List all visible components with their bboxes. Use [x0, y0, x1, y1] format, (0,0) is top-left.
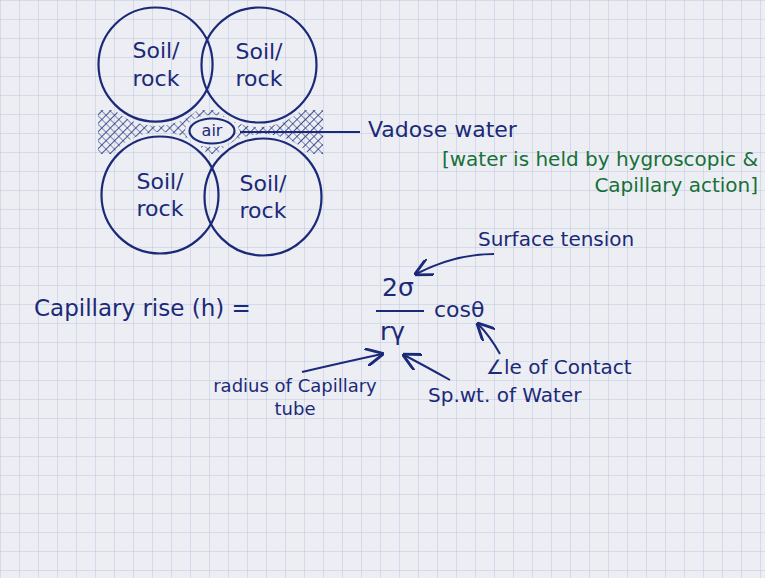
leader-line	[240, 131, 360, 133]
annotation: Surface tension	[478, 226, 634, 252]
circle-outline	[203, 137, 323, 257]
leader-arrow	[416, 254, 494, 274]
node-text: Soil/ rock	[223, 170, 303, 225]
leader-arrow	[478, 324, 500, 354]
node-text: Soil/ rock	[219, 38, 299, 93]
annotation: ∠le of Contact	[486, 354, 632, 380]
annotation: radius of Capillary tube	[210, 374, 380, 421]
annotation: Sp.wt. of Water	[428, 382, 581, 408]
soil-grain-circle: Soil/ rock	[200, 6, 318, 124]
node-text: Soil/ rock	[120, 168, 200, 223]
soil-grain-circle: Soil/ rock	[97, 6, 214, 123]
circle-outline	[100, 135, 220, 255]
formula-term: cosθ	[434, 296, 484, 325]
soil-grain-circle: Soil/ rock	[203, 137, 323, 257]
term-label: Vadose water	[368, 116, 517, 145]
node-text: air	[188, 121, 236, 141]
formula-numerator: 2σ	[382, 272, 414, 305]
air-pocket-oval: air	[188, 117, 236, 145]
fraction-bar	[376, 310, 424, 312]
note-text: [water is held by hygroscopic & Capillar…	[372, 146, 758, 198]
formula-text: Capillary rise (h) =	[34, 294, 251, 324]
leader-arrow	[302, 354, 382, 372]
soil-grain-circle: Soil/ rock	[100, 135, 220, 255]
circle-outline	[97, 6, 214, 123]
circle-outline	[200, 6, 318, 124]
formula-denominator: rγ	[380, 316, 405, 349]
leader-arrow	[404, 355, 450, 380]
node-text: Soil/ rock	[116, 37, 196, 92]
